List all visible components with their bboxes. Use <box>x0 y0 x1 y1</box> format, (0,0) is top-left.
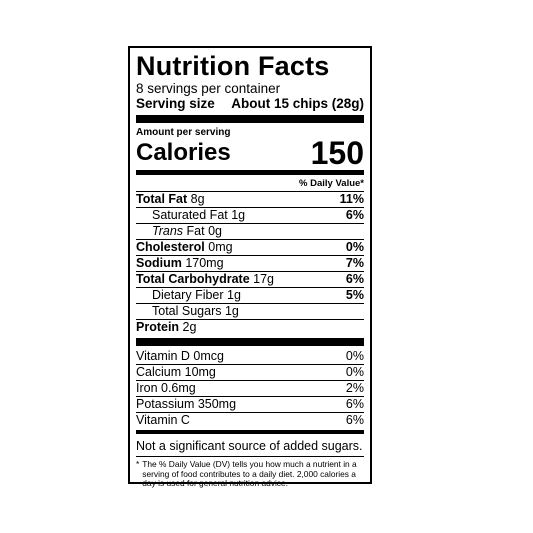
nutrient-name: Total Carbohydrate <box>136 272 250 286</box>
nutrient-amount: 2g <box>182 320 197 334</box>
nutrient-name: Dietary Fiber <box>152 288 224 302</box>
serving-size-value: About 15 chips (28g) <box>231 96 364 111</box>
vitamin-row-vitamin-d: Vitamin D 0mcg 0% <box>136 349 364 365</box>
serving-size-label: Serving size <box>136 96 215 111</box>
nutrient-name: Fat <box>186 224 205 238</box>
nutrient-row-total-sugars: Total Sugars 1g <box>136 304 364 320</box>
vitamin-label: Vitamin C <box>136 413 190 427</box>
vitamin-dv: 2% <box>345 381 364 395</box>
thick-divider-vitamins <box>136 338 364 346</box>
nutrient-amount: 8g <box>190 192 205 206</box>
footnote-text: The % Daily Value (DV) tells you how muc… <box>142 459 357 489</box>
vitamin-dv: 0% <box>345 365 364 379</box>
nutrient-amount: 170mg <box>185 256 224 270</box>
nutrient-name-italic: Trans <box>152 224 184 238</box>
vitamin-dv: 6% <box>345 413 364 427</box>
nutrient-amount: 17g <box>253 272 275 286</box>
serving-size-row: Serving size About 15 chips (28g) <box>136 96 364 112</box>
nutrient-row-trans-fat: Trans Fat 0g <box>136 224 364 240</box>
nutrient-row-dietary-fiber: Dietary Fiber 1g 5% <box>136 288 364 304</box>
nutrient-amount: 1g <box>231 208 246 222</box>
nutrient-row-sodium: Sodium 170mg 7% <box>136 256 364 272</box>
servings-per-container: 8 servings per container <box>136 81 281 96</box>
vitamin-label: Vitamin D 0mcg <box>136 349 224 363</box>
footnote: * The % Daily Value (DV) tells you how m… <box>136 456 364 489</box>
footnote-star: * <box>136 459 140 469</box>
nutrient-amount: 1g <box>224 304 239 318</box>
vitamin-row-potassium: Potassium 350mg 6% <box>136 397 364 413</box>
nutrient-row-saturated-fat: Saturated Fat 1g 6% <box>136 208 364 224</box>
nutrient-amount: 1g <box>227 288 241 302</box>
vitamin-row-iron: Iron 0.6mg 2% <box>136 381 364 397</box>
vitamin-label: Potassium 350mg <box>136 397 237 411</box>
nutrient-dv: 6% <box>345 272 364 286</box>
nutrient-dv: 7% <box>345 256 364 270</box>
vitamin-label: Iron 0.6mg <box>136 381 196 395</box>
not-significant-statement: Not a significant source of added sugars… <box>136 439 363 453</box>
label-title: Nutrition Facts <box>136 51 330 81</box>
vitamin-dv: 0% <box>345 349 364 363</box>
daily-value-header: % Daily Value* <box>136 177 364 192</box>
calories-row: Calories 150 <box>136 135 364 171</box>
calories-label: Calories <box>136 139 231 166</box>
nutrient-name: Protein <box>136 320 180 334</box>
vitamin-label: Calcium 10mg <box>136 365 216 379</box>
nutrient-amount: 0g <box>208 224 222 238</box>
nutrition-facts-label: Nutrition Facts 8 servings per container… <box>128 46 372 488</box>
vitamin-dv: 6% <box>345 397 364 411</box>
vitamin-row-calcium: Calcium 10mg 0% <box>136 365 364 381</box>
nutrient-dv: 0% <box>345 240 364 254</box>
nutrient-name: Total Sugars <box>152 304 222 318</box>
nutrient-name: Cholesterol <box>136 240 205 254</box>
amount-per-serving: Amount per serving <box>136 127 231 138</box>
nutrient-amount: 0mg <box>208 240 233 254</box>
nutrient-dv: 5% <box>345 288 364 302</box>
nutrient-row-cholesterol: Cholesterol 0mg 0% <box>136 240 364 256</box>
nutrient-name: Sodium <box>136 256 182 270</box>
nutrient-name: Saturated Fat <box>152 208 228 222</box>
medium-divider-footer <box>136 430 364 434</box>
medium-divider <box>136 170 364 175</box>
nutrient-row-total-carbohydrate: Total Carbohydrate 17g 6% <box>136 272 364 288</box>
nutrient-dv: 6% <box>345 208 364 222</box>
calories-value: 150 <box>310 135 364 171</box>
nutrient-dv: 11% <box>339 192 364 206</box>
nutrient-row-protein: Protein 2g <box>136 320 364 335</box>
nutrient-name: Total Fat <box>136 192 188 206</box>
vitamin-row-vitamin-c: Vitamin C 6% <box>136 413 364 428</box>
nutrient-row-total-fat: Total Fat 8g 11% <box>136 192 364 208</box>
thick-divider <box>136 115 364 123</box>
